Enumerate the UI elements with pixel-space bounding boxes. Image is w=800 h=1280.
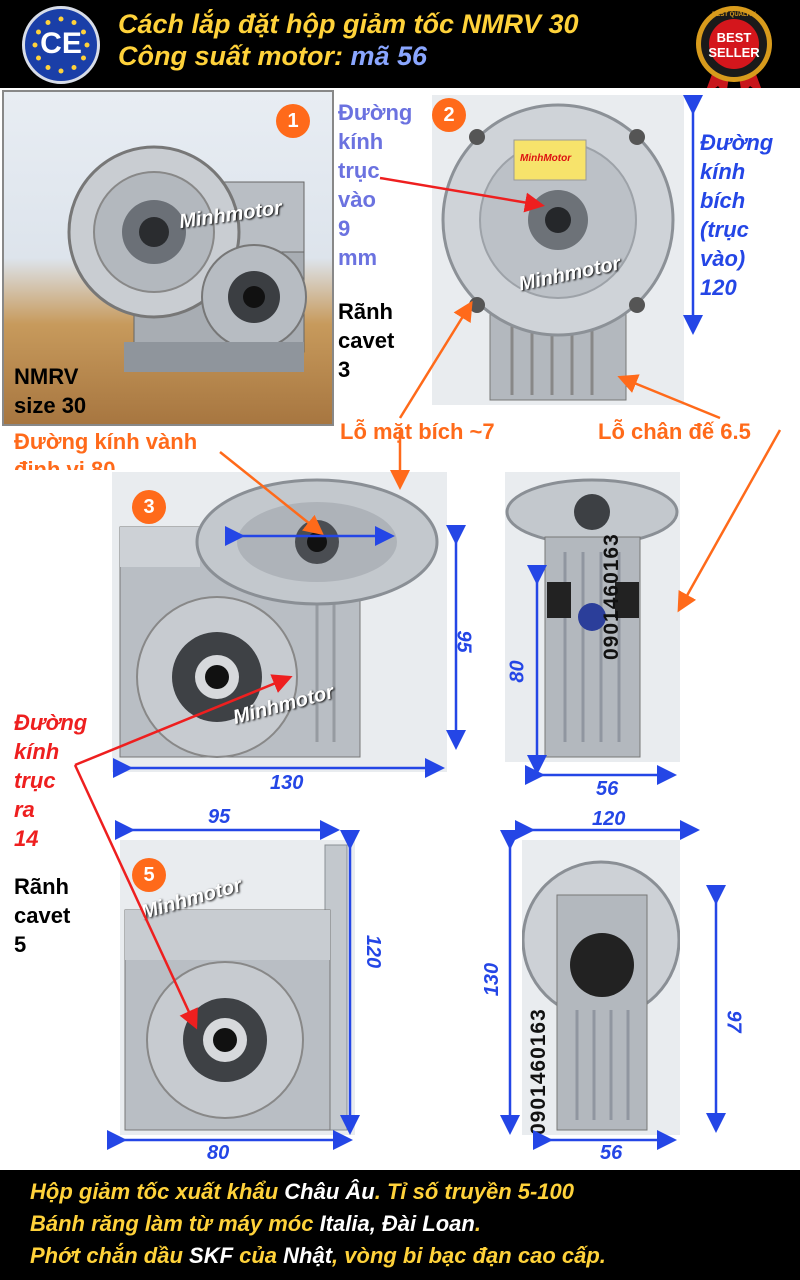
ce-logo: CE xyxy=(22,6,100,84)
panel-6-top-dim: 120 xyxy=(592,808,626,830)
panel-5-photo: Minhmotor 5 xyxy=(120,840,355,1135)
panel-2-badge: 2 xyxy=(432,98,466,132)
best-seller-badge: BEST SELLER BEST QUALITY xyxy=(690,4,778,92)
panel-4-height-dim: 80 xyxy=(506,660,529,683)
footer-line-2: Bánh răng làm từ máy móc Italia, Đài Loa… xyxy=(30,1211,481,1236)
footer-line-3: Phớt chắn dầu SKF của Nhật, vòng bi bạc … xyxy=(30,1243,606,1268)
seller-ring-text: BEST QUALITY xyxy=(711,12,756,18)
panel-5-height-dim: 120 xyxy=(362,934,385,969)
panel-4-photo: 4 xyxy=(505,472,680,762)
panel-1-photo: Minhmotor 1 NMRV size 30 xyxy=(2,90,334,426)
gearbox-3d-illustration xyxy=(67,145,307,372)
panel-3-height-dim: 95 xyxy=(452,630,475,653)
output-shaft-label: Đường kính trục ra 14 xyxy=(14,710,88,851)
foot-holes-label: Lỗ chân đế 6.5 xyxy=(598,419,751,444)
panel-1-caption: NMRV size 30 xyxy=(14,364,87,418)
input-shaft-label: Đường kính trục vào 9 mm xyxy=(338,100,413,270)
panel-6-right-dim: 97 xyxy=(722,1010,745,1033)
keyway-out-label: Rãnh cavet 5 xyxy=(14,874,71,957)
panel-5-top-dim: 95 xyxy=(208,806,231,828)
panel-5-bottom-dim: 80 xyxy=(207,1142,230,1164)
panel-3-photo: Minhmotor 3 xyxy=(112,472,447,772)
panel-6-bottom-dim: 56 xyxy=(600,1142,623,1164)
footer-line-1: Hộp giảm tốc xuất khẩu Châu Âu. Tỉ số tr… xyxy=(30,1179,575,1204)
nameplate-brand: MinhMotor xyxy=(520,153,572,164)
header-line-2: Công suất motor: mã 56 xyxy=(118,41,428,71)
panel-6-left-dim: 130 xyxy=(481,962,504,997)
gearbox-top-illustration xyxy=(505,478,679,758)
keyway-in-label: Rãnh cavet 3 xyxy=(338,299,395,382)
seller-text-top: BEST xyxy=(716,30,752,45)
panel-6-phone: 0901460163 xyxy=(527,1008,550,1135)
gearbox-rear-illustration xyxy=(522,860,680,1131)
panel-4-width-dim: 56 xyxy=(596,778,619,800)
panel-2-photo: MinhMotor Minhmotor 2 xyxy=(432,95,684,405)
best-seller-seal-icon xyxy=(696,6,772,92)
flange-front-illustration xyxy=(441,103,675,401)
header-line-1: Cách lắp đặt hộp giảm tốc NMRV 30 xyxy=(118,9,579,39)
seller-text-bottom: SELLER xyxy=(708,45,760,60)
panel-4-phone: 0901460163 xyxy=(600,533,623,660)
motor-code: mã 56 xyxy=(350,41,428,71)
panel-6-photo: 6 xyxy=(522,840,680,1135)
header-title: Cách lắp đặt hộp giảm tốc NMRV 30 Công s… xyxy=(118,8,579,72)
eu-stars-icon xyxy=(32,16,90,74)
panel-3-width-dim: 130 xyxy=(270,772,304,794)
ce-mark-text: CE xyxy=(40,27,82,60)
panel-1-badge: 1 xyxy=(276,104,310,138)
flange-holes-label: Lỗ mặt bích ~7 xyxy=(340,419,495,444)
panel-3-badge: 3 xyxy=(132,490,166,524)
flange-diameter-label: Đường kính bích (trục vào) 120 xyxy=(700,130,774,300)
panel-5-badge: 5 xyxy=(132,858,166,892)
